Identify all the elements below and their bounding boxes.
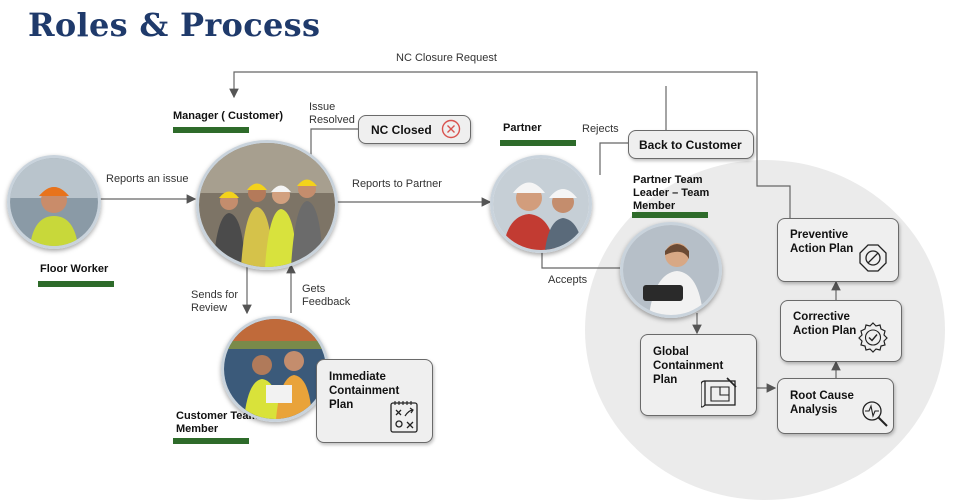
root-cause-label: Root Cause Analysis	[790, 390, 854, 416]
back-to-customer-label: Back to Customer	[639, 138, 742, 152]
label-issue-resolved: Issue Resolved	[309, 101, 355, 126]
customer-team-photo	[221, 316, 329, 422]
label-accepts: Accepts	[548, 274, 588, 286]
role-bar-partner-team	[632, 212, 708, 218]
role-partner-team: Partner Team Leader – Team Member	[633, 174, 710, 212]
preventive-action-box: Preventive Action Plan	[777, 218, 899, 282]
role-floor-worker: Floor Worker	[40, 263, 109, 275]
corrective-action-box: Corrective Action Plan	[780, 300, 902, 362]
partner-team-photo	[620, 222, 722, 318]
line-preventive-loop	[756, 165, 791, 218]
close-circle-icon	[441, 119, 461, 139]
partner-photo	[490, 155, 592, 253]
badge-check-icon	[858, 322, 888, 353]
arrow-nc-closure	[229, 71, 758, 165]
role-bar-manager	[173, 127, 249, 133]
magnifier-pulse-icon	[862, 401, 888, 427]
label-rejects: Rejects	[582, 123, 619, 135]
label-reports-issue: Reports an issue	[106, 173, 189, 185]
label-reports-partner: Reports to Partner	[352, 178, 442, 190]
blueprint-icon	[701, 377, 737, 408]
label-nc-closure-request: NC Closure Request	[396, 52, 497, 64]
line-rejects	[599, 142, 628, 175]
flow-connectors	[100, 71, 841, 393]
global-containment-box: Global Containment Plan	[640, 334, 757, 416]
octagon-ban-icon	[859, 244, 887, 272]
label-gets-feedback: Gets Feedback	[302, 283, 351, 308]
nc-closed-box: NC Closed	[358, 115, 471, 144]
page-title: Roles & Process	[28, 6, 321, 44]
role-manager: Manager ( Customer)	[173, 110, 284, 122]
nc-closed-label: NC Closed	[371, 123, 432, 137]
role-bar-partner	[500, 140, 576, 146]
root-cause-box: Root Cause Analysis	[777, 378, 894, 434]
global-containment-label: Global Containment Plan	[653, 346, 724, 386]
line-issue-resolved	[310, 128, 358, 157]
line-accepts	[541, 248, 620, 269]
floor-worker-photo	[7, 155, 101, 249]
immediate-containment-label: Immediate Containment Plan	[329, 371, 400, 411]
back-to-customer-box: Back to Customer	[628, 130, 754, 159]
role-partner: Partner	[503, 122, 542, 134]
preventive-action-label: Preventive Action Plan	[790, 229, 854, 255]
strategy-board-icon	[390, 401, 418, 433]
immediate-containment-box: Immediate Containment Plan	[316, 359, 433, 443]
role-bar-customer-team	[173, 438, 249, 444]
role-bar-floor-worker	[38, 281, 114, 287]
corrective-action-label: Corrective Action Plan	[793, 311, 857, 337]
label-sends-review: Sends for Review	[191, 289, 239, 314]
manager-team-photo	[196, 140, 338, 270]
role-customer-team: Customer Team Member	[176, 410, 259, 435]
